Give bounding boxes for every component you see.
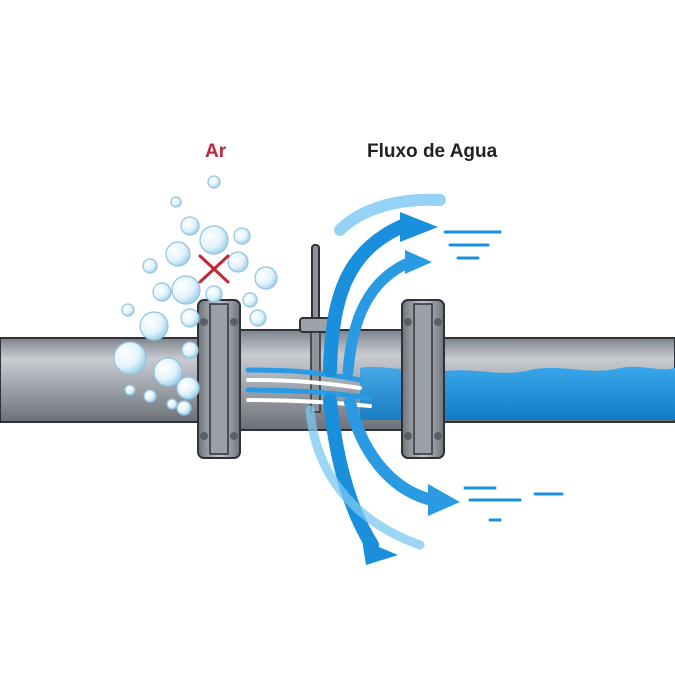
air-bubbles-icon [113, 175, 278, 416]
flow-arrow-icon [428, 484, 460, 516]
flange-right [401, 299, 445, 459]
flange-left [197, 299, 241, 459]
blocked-cross-icon [198, 254, 230, 284]
flow-arrow-icon [362, 540, 398, 565]
flow-arrow-icon [405, 250, 432, 274]
flow-arrows-up [323, 193, 446, 378]
air-label: Ar [205, 141, 227, 162]
flow-arrow-icon [400, 212, 438, 242]
motion-lines [443, 230, 564, 522]
flow-arrows-down [305, 393, 460, 565]
water-flow-label: Fluxo de Agua [367, 141, 498, 162]
